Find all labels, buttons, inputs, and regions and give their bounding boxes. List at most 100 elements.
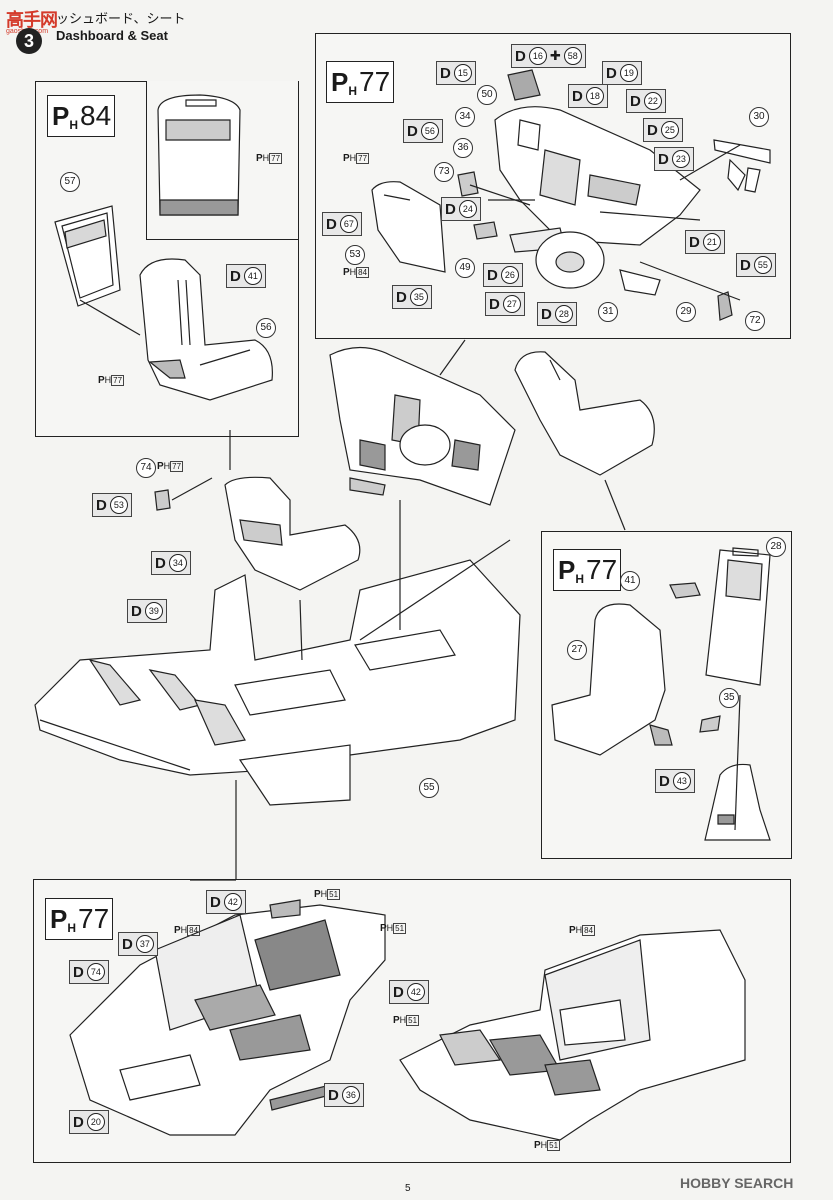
ph-p: P [314, 889, 321, 900]
paint-code: 21 [702, 233, 721, 251]
ph-p: P [343, 153, 350, 164]
paint-code: 43 [672, 772, 691, 790]
paint-letter: D [606, 64, 617, 82]
paint-code: 39 [144, 602, 163, 620]
paint-letter: D [73, 963, 84, 981]
paint-letter: D [230, 267, 241, 285]
paint-letter: D [445, 200, 456, 218]
ph-number: 77 [359, 66, 391, 97]
part-number: 34 [455, 107, 475, 127]
ph-h: H [69, 118, 79, 132]
ph-h: H [399, 1015, 407, 1025]
ph-h: H [349, 267, 357, 277]
ph-h: H [104, 375, 112, 385]
paint-letter: D [396, 288, 407, 306]
paint-letter: D [630, 92, 641, 110]
paint-code: 28 [554, 305, 573, 323]
ph-p: P [157, 461, 164, 472]
ph-p: P [174, 925, 181, 936]
paint-letter: D [647, 121, 658, 139]
part-number: 57 [60, 172, 80, 192]
part-number: 72 [745, 311, 765, 331]
ph-h: H [163, 461, 171, 471]
ph-ref-number: 51 [393, 923, 407, 934]
step-title-en: Dashboard & Seat [56, 28, 168, 43]
ph-h: H [262, 153, 270, 163]
paint-code: 23 [671, 150, 690, 168]
paint-code: 22 [643, 92, 662, 110]
paint-letter: D [210, 893, 221, 911]
paint-letter: D [326, 215, 337, 233]
paint-code: 18 [585, 87, 604, 105]
part-number: 73 [434, 162, 454, 182]
part-number: 74 [136, 458, 156, 478]
paint-letter: D [96, 496, 107, 514]
ph-ref-number: 77 [170, 461, 184, 472]
paint-code: 26 [500, 266, 519, 284]
ph-h: H [180, 925, 188, 935]
ph-p: P [343, 267, 350, 278]
part-number: 29 [676, 302, 696, 322]
ph-h: H [575, 925, 583, 935]
ph-ref-number: 77 [356, 153, 370, 164]
paint-code: 25 [660, 121, 679, 139]
ph-p: P [534, 1140, 541, 1151]
paint-letter: D [155, 554, 166, 572]
paint-letter: D [740, 256, 751, 274]
paint-code: 36 [341, 1086, 360, 1104]
paint-code: 20 [86, 1113, 105, 1131]
ph-p: P [393, 1015, 400, 1026]
ph-p: P [380, 923, 387, 934]
paint-letter: D [440, 64, 451, 82]
ph-number: 77 [586, 554, 618, 585]
paint-letter: D [393, 983, 404, 1001]
ph-ref-number: 77 [111, 375, 125, 386]
paint-letter: D [131, 602, 142, 620]
ph-h: H [386, 923, 394, 933]
paint-letter: D [689, 233, 700, 251]
paint-letter: D [122, 935, 133, 953]
part-number: 31 [598, 302, 618, 322]
ph-ref-number: 84 [356, 267, 370, 278]
part-number: 50 [477, 85, 497, 105]
step-number: 3 [16, 28, 42, 54]
ph-h: H [320, 889, 328, 899]
ph-h: H [67, 921, 77, 935]
ph-p: P [569, 925, 576, 936]
paint-letter: D [659, 772, 670, 790]
ph-p: P [256, 153, 263, 164]
ph-p: P [558, 554, 576, 585]
part-number: 56 [256, 318, 276, 338]
paint-code: 56 [420, 122, 439, 140]
ph-p: P [50, 903, 68, 934]
part-number: 30 [749, 107, 769, 127]
part-number: 27 [567, 640, 587, 660]
ph-h: H [348, 84, 358, 98]
paint-code: 53 [109, 496, 128, 514]
